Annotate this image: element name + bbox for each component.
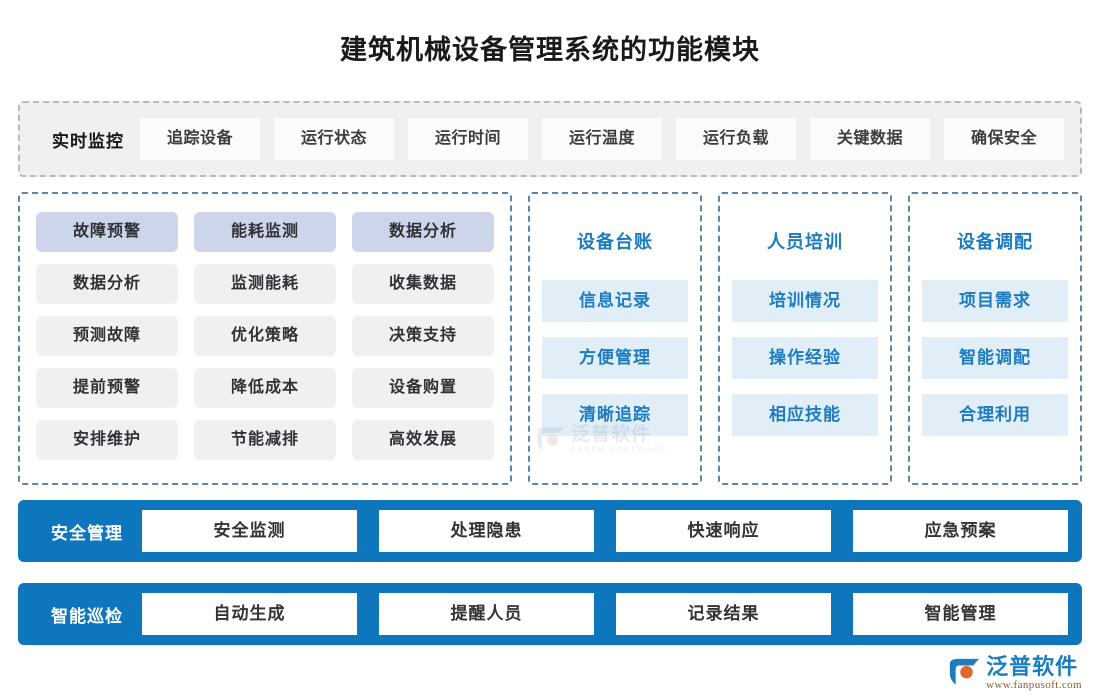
column-header[interactable]: 数据分析 bbox=[352, 212, 494, 252]
bar-chip-list: 安全监测 处理隐患 快速响应 应急预案 bbox=[142, 510, 1068, 552]
fanpu-logo-icon bbox=[949, 659, 980, 685]
panel-item[interactable]: 项目需求 bbox=[922, 280, 1068, 322]
page-title: 建筑机械设备管理系统的功能模块 bbox=[340, 35, 760, 65]
column-cell[interactable]: 收集数据 bbox=[352, 264, 494, 304]
panel-item-list: 信息记录 方便管理 清晰追踪 bbox=[542, 280, 688, 436]
bar-chip[interactable]: 智能管理 bbox=[853, 593, 1068, 635]
module-panel-row: 故障预警 数据分析 预测故障 提前预警 安排维护 能耗监测 监测能耗 优化策略 … bbox=[18, 192, 1082, 485]
equipment-ledger-panel: 设备台账 信息记录 方便管理 清晰追踪 bbox=[528, 192, 702, 485]
panel-item[interactable]: 操作经验 bbox=[732, 337, 878, 379]
column-cell[interactable]: 预测故障 bbox=[36, 316, 178, 356]
panel-item[interactable]: 信息记录 bbox=[542, 280, 688, 322]
monitoring-chip[interactable]: 运行负载 bbox=[676, 118, 796, 160]
bar-label: 智能巡检 bbox=[51, 606, 123, 626]
monitoring-chip[interactable]: 关键数据 bbox=[810, 118, 930, 160]
column-cell[interactable]: 优化策略 bbox=[194, 316, 336, 356]
panel-item[interactable]: 智能调配 bbox=[922, 337, 1068, 379]
monitoring-chip[interactable]: 确保安全 bbox=[944, 118, 1064, 160]
bar-label: 安全管理 bbox=[51, 523, 123, 543]
column-cell[interactable]: 降低成本 bbox=[194, 368, 336, 408]
column-cell[interactable]: 安排维护 bbox=[36, 420, 178, 460]
panel-item[interactable]: 相应技能 bbox=[732, 394, 878, 436]
analytics-panel: 故障预警 数据分析 预测故障 提前预警 安排维护 能耗监测 监测能耗 优化策略 … bbox=[18, 192, 512, 485]
bar-chip[interactable]: 自动生成 bbox=[142, 593, 357, 635]
column-cell[interactable]: 数据分析 bbox=[36, 264, 178, 304]
equipment-dispatch-panel: 设备调配 项目需求 智能调配 合理利用 bbox=[908, 192, 1082, 485]
monitoring-chip[interactable]: 运行状态 bbox=[274, 118, 394, 160]
column-cell[interactable]: 节能减排 bbox=[194, 420, 336, 460]
bar-chip[interactable]: 记录结果 bbox=[616, 593, 831, 635]
bar-chip[interactable]: 处理隐患 bbox=[379, 510, 594, 552]
panel-item[interactable]: 培训情况 bbox=[732, 280, 878, 322]
column-cell[interactable]: 高效发展 bbox=[352, 420, 494, 460]
panel-title: 设备台账 bbox=[577, 232, 653, 252]
monitoring-section-label: 实时监控 bbox=[52, 131, 124, 151]
panel-item[interactable]: 方便管理 bbox=[542, 337, 688, 379]
brand-url: www.fanpusoft.com bbox=[986, 678, 1082, 691]
bar-chip[interactable]: 快速响应 bbox=[616, 510, 831, 552]
column-cell[interactable]: 提前预警 bbox=[36, 368, 178, 408]
panel-item-list: 项目需求 智能调配 合理利用 bbox=[922, 280, 1068, 436]
column-cell[interactable]: 监测能耗 bbox=[194, 264, 336, 304]
panel-item[interactable]: 合理利用 bbox=[922, 394, 1068, 436]
smart-inspection-bar: 智能巡检 自动生成 提醒人员 记录结果 智能管理 bbox=[18, 583, 1082, 645]
column-header[interactable]: 故障预警 bbox=[36, 212, 178, 252]
realtime-monitoring-strip: 实时监控 追踪设备 运行状态 运行时间 运行温度 运行负载 关键数据 确保安全 bbox=[18, 101, 1082, 177]
panel-item[interactable]: 清晰追踪 bbox=[542, 394, 688, 436]
brand-name: 泛普软件 bbox=[986, 653, 1079, 679]
column-data-analysis: 数据分析 收集数据 决策支持 设备购置 高效发展 bbox=[352, 212, 494, 473]
column-cell[interactable]: 设备购置 bbox=[352, 368, 494, 408]
safety-management-bar: 安全管理 安全监测 处理隐患 快速响应 应急预案 bbox=[18, 500, 1082, 562]
monitoring-chip[interactable]: 运行温度 bbox=[542, 118, 662, 160]
column-fault-warning: 故障预警 数据分析 预测故障 提前预警 安排维护 bbox=[36, 212, 178, 473]
staff-training-panel: 人员培训 培训情况 操作经验 相应技能 bbox=[718, 192, 892, 485]
brand-logo: 泛普软件 www.fanpusoft.com bbox=[947, 655, 1082, 692]
column-energy-monitoring: 能耗监测 监测能耗 优化策略 降低成本 节能减排 bbox=[194, 212, 336, 473]
bar-chip-list: 自动生成 提醒人员 记录结果 智能管理 bbox=[142, 593, 1068, 635]
bar-chip[interactable]: 提醒人员 bbox=[379, 593, 594, 635]
column-cell[interactable]: 决策支持 bbox=[352, 316, 494, 356]
column-header[interactable]: 能耗监测 bbox=[194, 212, 336, 252]
monitoring-chip[interactable]: 运行时间 bbox=[408, 118, 528, 160]
bar-chip[interactable]: 安全监测 bbox=[142, 510, 357, 552]
panel-title: 人员培训 bbox=[767, 232, 843, 252]
panel-item-list: 培训情况 操作经验 相应技能 bbox=[732, 280, 878, 436]
bar-chip[interactable]: 应急预案 bbox=[853, 510, 1068, 552]
monitoring-chip-list: 追踪设备 运行状态 运行时间 运行温度 运行负载 关键数据 确保安全 bbox=[140, 118, 1064, 160]
monitoring-chip[interactable]: 追踪设备 bbox=[140, 118, 260, 160]
panel-title: 设备调配 bbox=[957, 232, 1033, 252]
